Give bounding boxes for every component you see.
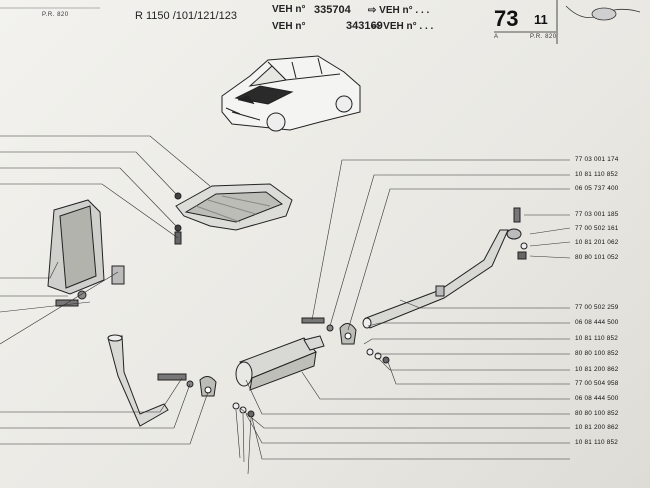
model-code: R 1150 /101/121/123 <box>135 10 237 22</box>
part-ref: 80 80 100 852 <box>575 350 619 357</box>
top-left-code: P.R. 820 <box>42 12 69 18</box>
part-ref: 77 00 502 161 <box>575 225 619 232</box>
page-number: 73 <box>494 6 519 31</box>
part-ref: 77 00 502 259 <box>575 304 619 311</box>
leader-lines <box>0 135 571 475</box>
silencer-thumbnail <box>565 5 641 21</box>
part-ref: 80 80 100 852 <box>575 410 619 417</box>
part-ref: 06 08 444 500 <box>575 395 619 402</box>
heat-shield-bracket <box>47 199 125 307</box>
mid-clamp <box>301 317 390 364</box>
veh-number-2: 343169 <box>346 20 383 32</box>
part-ref: 06 08 444 500 <box>575 319 619 326</box>
header-rules <box>0 0 558 44</box>
veh-label-2: VEH n° <box>272 21 306 32</box>
car-illustration <box>221 55 361 132</box>
part-ref: 10 81 110 852 <box>575 439 618 446</box>
part-ref: 10 81 110 852 <box>575 171 618 178</box>
part-ref: 10 81 110 852 <box>575 335 618 342</box>
heat-shield-plate <box>174 183 293 245</box>
part-ref: 77 00 504 958 <box>575 380 619 387</box>
part-ref: 10 81 200 862 <box>575 366 619 373</box>
veh-arrow-2: ⇨ VEH n° . . . <box>372 21 434 32</box>
veh-arrow-1: ⇨ VEH n° . . . <box>368 5 430 16</box>
front-pipe <box>107 334 194 427</box>
tail-pipe <box>362 207 528 329</box>
veh-number-1: 335704 <box>314 4 351 16</box>
part-ref: 77 03 001 185 <box>575 211 619 218</box>
footer-right: P.R. 820 <box>530 34 557 40</box>
part-ref: 77 03 001 174 <box>575 156 619 163</box>
silencer <box>235 335 325 391</box>
page-sub-number: 11 <box>534 12 548 27</box>
part-ref: 80 80 101 052 <box>575 254 619 261</box>
page-header: P.R. 820 R 1150 /101/121/123 VEH n° 3357… <box>0 0 650 44</box>
veh-label-1: VEH n° <box>272 4 306 15</box>
part-ref: 10 81 200 862 <box>575 424 619 431</box>
part-ref: 06 05 737 400 <box>575 185 619 192</box>
part-ref: 10 81 201 062 <box>575 239 619 246</box>
footer-left: A <box>494 34 499 40</box>
